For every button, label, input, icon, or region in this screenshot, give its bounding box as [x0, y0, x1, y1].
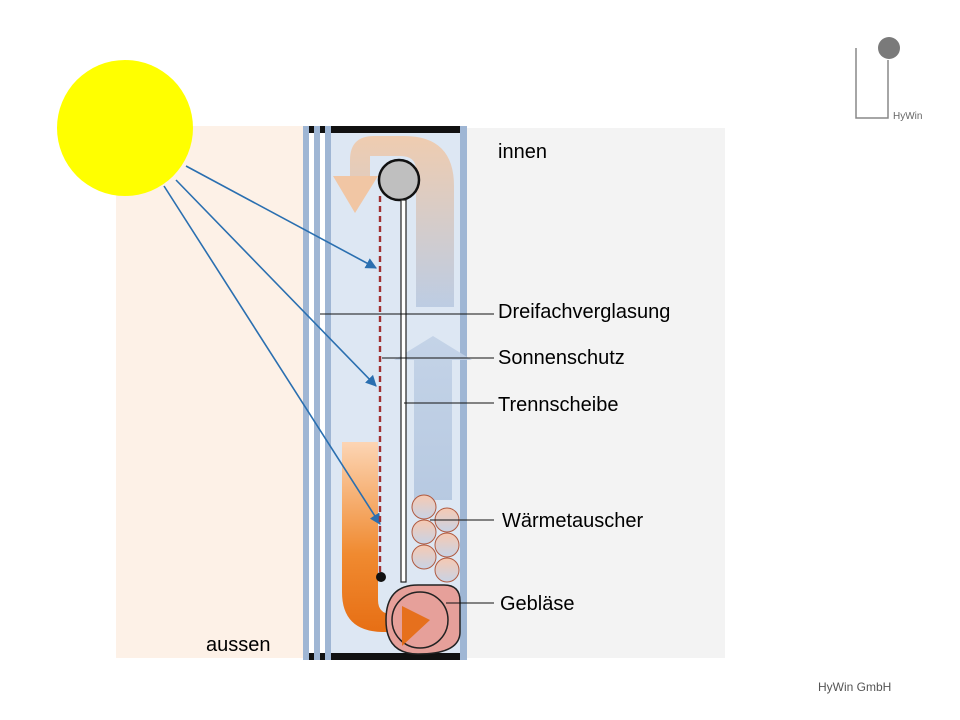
label-sunshade: Sonnenschutz: [498, 347, 625, 369]
label-heat-exchanger: Wärmetauscher: [502, 510, 643, 532]
blower: [385, 584, 461, 655]
air-flow-up-arrow: [394, 336, 472, 500]
sun-ray-1: [185, 165, 377, 269]
label-inside: innen: [498, 141, 547, 163]
sun-ray-3: [163, 185, 381, 525]
glass-pane-3: [325, 126, 331, 660]
label-glazing: Dreifachverglasung: [498, 301, 670, 323]
inside-area: [466, 128, 725, 658]
sunshade-weight: [376, 572, 386, 582]
sun: [57, 60, 193, 196]
frame-top: [304, 126, 464, 133]
air-flow-top-arrowhead: [333, 176, 378, 213]
separator-pane: [400, 199, 407, 583]
glass-pane-1: [303, 126, 309, 660]
air-flow-top: [350, 136, 454, 307]
air-flow-warm: [342, 442, 428, 646]
inner-glass-pane: [460, 126, 467, 660]
label-blower: Gebläse: [500, 593, 575, 615]
logo-dot-icon: [878, 37, 900, 59]
sun-ray-2: [175, 179, 377, 387]
glass-pane-2: [314, 126, 320, 660]
heat-exchanger-tubes: [411, 494, 460, 583]
footer-company: HyWin GmbH: [818, 680, 891, 694]
label-separator: Trennscheibe: [498, 394, 618, 416]
frame-bottom: [304, 653, 464, 660]
sunshade-roller: [377, 158, 421, 202]
label-outside: aussen: [206, 634, 271, 656]
logo-text: HyWin: [893, 111, 922, 122]
outside-area: [116, 126, 306, 658]
hywin-logo: HyWin: [855, 37, 922, 122]
